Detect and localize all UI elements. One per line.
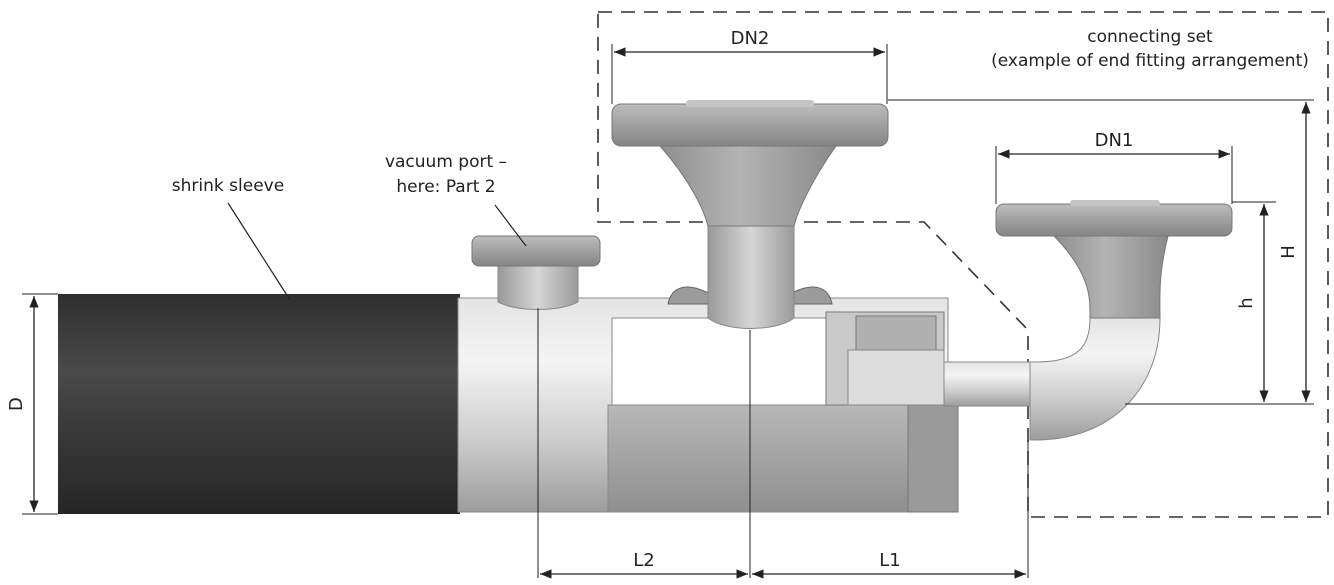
dn2-flange-top <box>686 100 814 107</box>
vacuum-port-label-line2: here: Part 2 <box>396 177 495 197</box>
vacuum-port-label-line1: vacuum port – <box>385 152 507 172</box>
dn1-label: DN1 <box>1095 130 1134 151</box>
end-collar <box>907 404 959 513</box>
h-small-label: h <box>1236 297 1257 308</box>
connecting-set-label-line1: connecting set <box>1087 27 1213 47</box>
vacuum-port-leader <box>494 204 527 247</box>
carrier-pipe-exit <box>943 361 1031 407</box>
d-label: D <box>6 397 27 411</box>
l1-label: L1 <box>879 550 900 571</box>
shrink-sleeve-label: shrink sleeve <box>172 176 284 196</box>
cutaway-interior <box>611 317 827 406</box>
connecting-set-outline <box>597 11 1329 518</box>
inner-reducer <box>847 349 945 406</box>
shrink-sleeve <box>58 294 460 514</box>
shrink-sleeve-leader <box>227 202 291 301</box>
dn2-flange <box>611 103 889 147</box>
outer-casing-lower <box>607 404 949 513</box>
dn1-flange-top <box>1070 200 1160 206</box>
elbow-pipe <box>1029 317 1161 441</box>
vacuum-port-neck <box>497 265 579 310</box>
inner-bellow-box <box>855 315 937 351</box>
dn1-flange <box>995 203 1233 237</box>
dn1-cone <box>1052 235 1169 319</box>
h-large-label: H <box>1278 245 1299 259</box>
l2-label: L2 <box>633 550 654 571</box>
vacuum-port-flange <box>471 235 601 267</box>
dn2-branch-pipe <box>707 225 795 329</box>
dn2-cone <box>658 145 837 227</box>
dn2-label: DN2 <box>731 28 770 49</box>
connecting-set-label-line2: (example of end fitting arrangement) <box>991 51 1309 71</box>
